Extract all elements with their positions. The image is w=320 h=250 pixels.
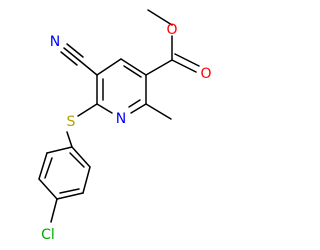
bond-ar2-ar3-inner bbox=[44, 157, 53, 179]
bond-n-c2 bbox=[96, 103, 113, 114]
bond-s-aryl bbox=[66, 131, 73, 148]
bond-ar4-ar5-inner bbox=[59, 188, 80, 194]
bond-carbonyl-o-double-2 bbox=[174, 53, 200, 67]
pyridine-ring bbox=[96, 58, 147, 114]
bond-c3-cn bbox=[79, 60, 98, 76]
bond-cn-triple-2 bbox=[66, 43, 84, 58]
bond-cn-triple-1 bbox=[63, 47, 81, 62]
bond-c6-methyl bbox=[145, 103, 172, 120]
bond-cn-triple-3 bbox=[60, 51, 78, 66]
structure-canvas: N O O N S bbox=[38, 9, 212, 243]
bond-ar1-ar2 bbox=[46, 146, 73, 154]
atom-o-carbonyl: O bbox=[200, 66, 211, 82]
atom-n-nitrile: N bbox=[50, 34, 60, 50]
bond-c2-s bbox=[77, 103, 98, 117]
bond-ar4-ar5 bbox=[56, 192, 84, 200]
thioether-group: S bbox=[66, 103, 98, 148]
bond-ar4-cl bbox=[50, 198, 58, 223]
bond-c4-c5 bbox=[120, 58, 147, 76]
bond-ar6-ar1 bbox=[71, 146, 91, 168]
bond-o-methyl bbox=[147, 9, 173, 26]
bond-c5-carbonyl bbox=[145, 59, 173, 76]
bond-c4-c5-inner bbox=[123, 65, 142, 78]
bond-c3-c4 bbox=[96, 58, 122, 76]
bond-c6-n bbox=[130, 103, 147, 114]
methyl-ester-group: O O bbox=[145, 9, 212, 82]
bond-ar3-ar4 bbox=[38, 178, 58, 200]
bond-c6-n-inner bbox=[128, 99, 141, 108]
atom-cl: Cl bbox=[41, 227, 55, 243]
bond-ar5-ar6 bbox=[82, 166, 91, 194]
atom-s: S bbox=[67, 114, 76, 130]
nitrile-group: N bbox=[50, 34, 98, 76]
chlorophenyl-ring: Cl bbox=[38, 146, 91, 243]
atom-o-ester: O bbox=[166, 22, 177, 38]
atom-n-ring: N bbox=[116, 111, 126, 127]
bond-ar6-ar1-inner bbox=[69, 152, 85, 168]
bond-ar2-ar3 bbox=[38, 152, 48, 180]
bond-carbonyl-o-double-1 bbox=[171, 59, 197, 73]
molecule-diagram: N O O N S bbox=[38, 9, 212, 243]
